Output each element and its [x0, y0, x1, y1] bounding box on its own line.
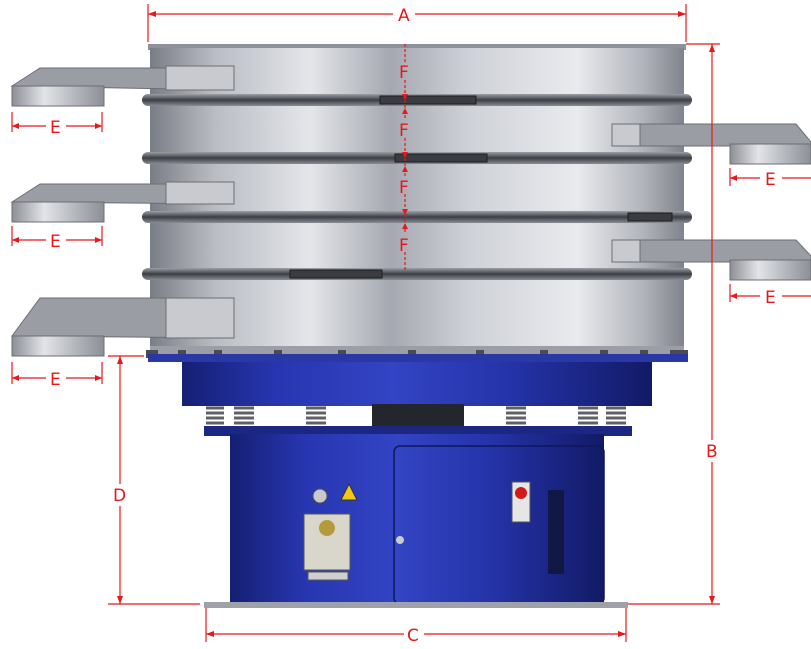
dim-label-e-left-3: E: [50, 370, 61, 390]
latch-3: [627, 212, 673, 222]
latch-1: [379, 95, 477, 105]
brand-plate: [307, 571, 349, 581]
dim-label-b: B: [706, 442, 718, 462]
cable-gland: [312, 488, 328, 504]
dim-label-e-left-2: E: [50, 232, 61, 252]
dim-label-f-3: F: [399, 178, 409, 198]
dim-label-e-right-1: E: [765, 170, 776, 190]
latch-2: [394, 153, 488, 163]
base-labels: [303, 481, 531, 581]
clamp-latches: [289, 95, 673, 279]
top-cover-lip: [148, 44, 686, 50]
spring-6: [578, 406, 598, 425]
dim-label-e-left-1: E: [50, 118, 61, 138]
motor-shaft-gap: [372, 404, 464, 430]
dim-label-d: D: [113, 486, 126, 506]
dimension-arrowheads: [12, 11, 737, 637]
motor-base: [204, 426, 632, 608]
dim-label-a: A: [398, 6, 410, 26]
dim-label-f-4: F: [399, 236, 409, 256]
base-cylinder: [230, 434, 604, 604]
dim-label-f-1: F: [399, 63, 409, 83]
outlet-left-2: [10, 181, 235, 223]
left-outlets: [10, 65, 235, 357]
spring-7: [606, 406, 626, 425]
dimension-labels: A B C D E E E E E F F F F: [50, 6, 776, 646]
upper-blue-frame: [182, 356, 652, 406]
spring-3: [306, 406, 326, 425]
base-top-plate: [204, 426, 632, 436]
frame-bottom-edge: [150, 346, 684, 354]
nameplate: [303, 513, 351, 571]
outlet-left-3: [11, 297, 235, 357]
vibration-frame: [148, 354, 688, 406]
dim-label-c: C: [407, 626, 419, 646]
dim-label-f-2: F: [399, 121, 409, 141]
latch-4: [289, 269, 383, 279]
spring-2: [234, 406, 254, 425]
warning-label: [340, 482, 358, 501]
spring-1: [206, 406, 224, 425]
dim-label-e-right-2: E: [765, 288, 776, 308]
spring-5: [506, 406, 526, 425]
outlet-left-1: [10, 65, 235, 107]
base-foot-plate: [204, 602, 628, 608]
door-handle: [548, 490, 564, 574]
door-knob: [396, 536, 404, 544]
clamp-ring-3: [142, 211, 692, 223]
clamp-ring-4: [142, 268, 692, 280]
